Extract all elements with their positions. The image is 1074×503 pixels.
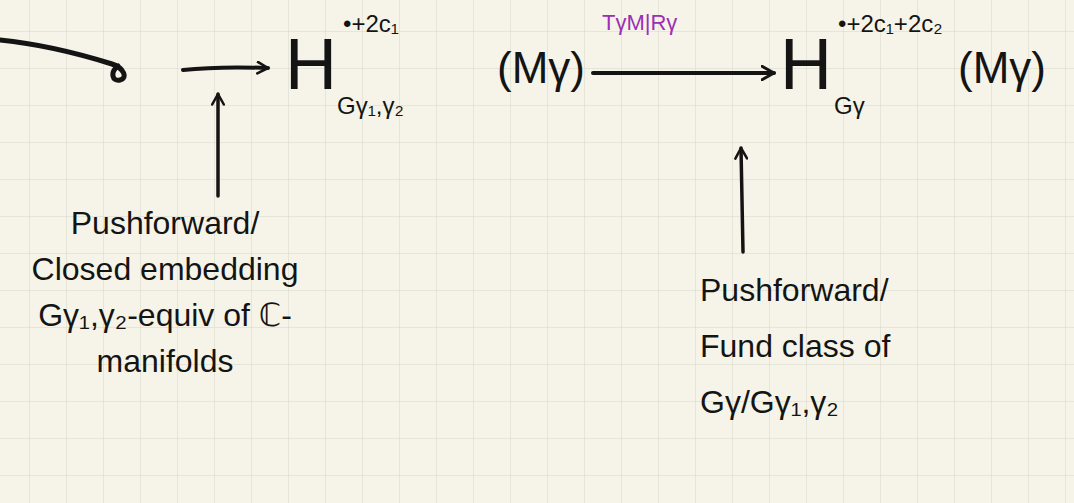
callout-note: Pushforward/ Fund class of Gγ/Gγ₁,γ₂ <box>700 262 940 430</box>
space-argument: (Mγ) <box>958 46 1046 90</box>
cohomology-group: H•+2c₁ Gγ₁,γ₂ (Mγ) <box>285 10 587 120</box>
cohomology-symbol: H <box>285 28 337 100</box>
incoming-arrow <box>183 67 268 70</box>
edge-annotation: TγM|Rγ <box>602 10 677 36</box>
map-arrow <box>593 71 774 75</box>
cohomology-group: H•+2c₁+2c₂ Gγ (Mγ) <box>780 10 1048 120</box>
degree-superscript: •+2c₁ <box>343 12 399 36</box>
leader-arrow <box>216 94 220 196</box>
degree-superscript: •+2c₁+2c₂ <box>838 12 943 36</box>
hook-arrow-stroke <box>0 40 124 80</box>
space-argument: (Mγ) <box>497 46 585 90</box>
leader-arrow <box>741 148 743 252</box>
group-subscript: Gγ <box>834 94 865 118</box>
cohomology-symbol: H <box>780 28 832 100</box>
group-subscript: Gγ₁,γ₂ <box>337 94 404 118</box>
callout-note: Pushforward/ Closed embedding Gγ₁,γ₂-equ… <box>20 200 310 384</box>
